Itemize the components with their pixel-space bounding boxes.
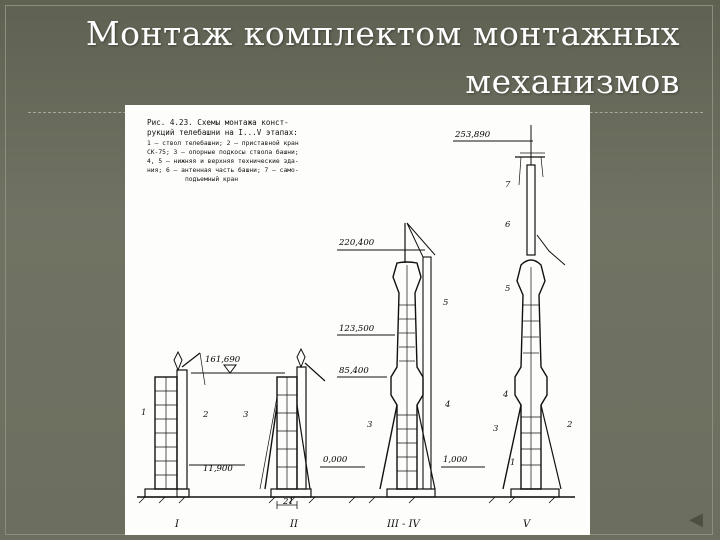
stage-1-tower <box>144 350 206 498</box>
elevation-top: 253,890 <box>454 130 491 140</box>
caption-line: СК-75; 3 — опорные подкосы ствола башни; <box>147 148 299 156</box>
callout-number: 1 <box>510 458 515 468</box>
callout-number: 5 <box>505 284 510 294</box>
elevation-zero: 0,000 <box>323 455 348 465</box>
stage-label: III - IV <box>386 519 422 530</box>
caption-line: 4, 5 — нижняя и верхняя технические зда- <box>147 158 299 165</box>
elevation-11: 11,900 <box>203 464 233 474</box>
stage-5-tower <box>502 125 566 498</box>
callout-number: 4 <box>502 390 508 400</box>
title-line-1: Монтаж комплектом монтажных <box>85 14 680 53</box>
callout-number: 1 <box>141 408 146 418</box>
caption-line: 1 — ствол телебашни; 2 — приставной кран <box>147 139 299 147</box>
stage-label: I <box>174 519 180 530</box>
callout-number: 2 <box>566 420 572 430</box>
elevation-161: 161,690 <box>205 355 241 365</box>
caption-line: ния; 6 — антенная часть башни; 7 — само- <box>147 166 299 174</box>
caption-line: рукций телебашни на I...V этапах: <box>147 128 298 137</box>
elevation-85: 85,400 <box>339 366 369 376</box>
title-line-2: механизмов <box>465 62 680 101</box>
stage-3-4-tower <box>379 222 436 498</box>
caption-line: Рис. 4.23. Схемы монтажа конст- <box>147 118 289 127</box>
callout-number: 3 <box>367 420 372 430</box>
elevation-123: 123,500 <box>339 324 375 334</box>
callout-number: 3 <box>493 424 498 434</box>
callout-number: 6 <box>505 220 511 230</box>
callout-number: 7 <box>505 180 511 190</box>
stage-2-tower <box>259 347 326 509</box>
elevation-one: 1,000 <box>443 455 468 465</box>
callout-number: 2 <box>202 410 208 420</box>
callout-number: 5 <box>443 298 448 308</box>
elevation-220: 220,400 <box>338 238 375 248</box>
previous-slide-icon[interactable]: ◀ <box>689 509 703 530</box>
stage-label: II <box>289 519 299 530</box>
slide-title: Монтаж комплектом монтажных механизмов <box>40 10 680 106</box>
caption-line: подъемный кран <box>185 175 238 183</box>
tower-schematic: Рис. 4.23. Схемы монтажа конст- рукций т… <box>137 118 575 530</box>
dimension-21: 21 <box>282 497 294 507</box>
callout-number: 4 <box>444 400 450 410</box>
stage-label: V <box>523 519 532 530</box>
tower-assembly-figure: Рис. 4.23. Схемы монтажа конст- рукций т… <box>125 105 590 535</box>
elevation-marker <box>223 364 237 374</box>
callout-number: 3 <box>243 410 248 420</box>
ground-hatch <box>138 496 556 504</box>
